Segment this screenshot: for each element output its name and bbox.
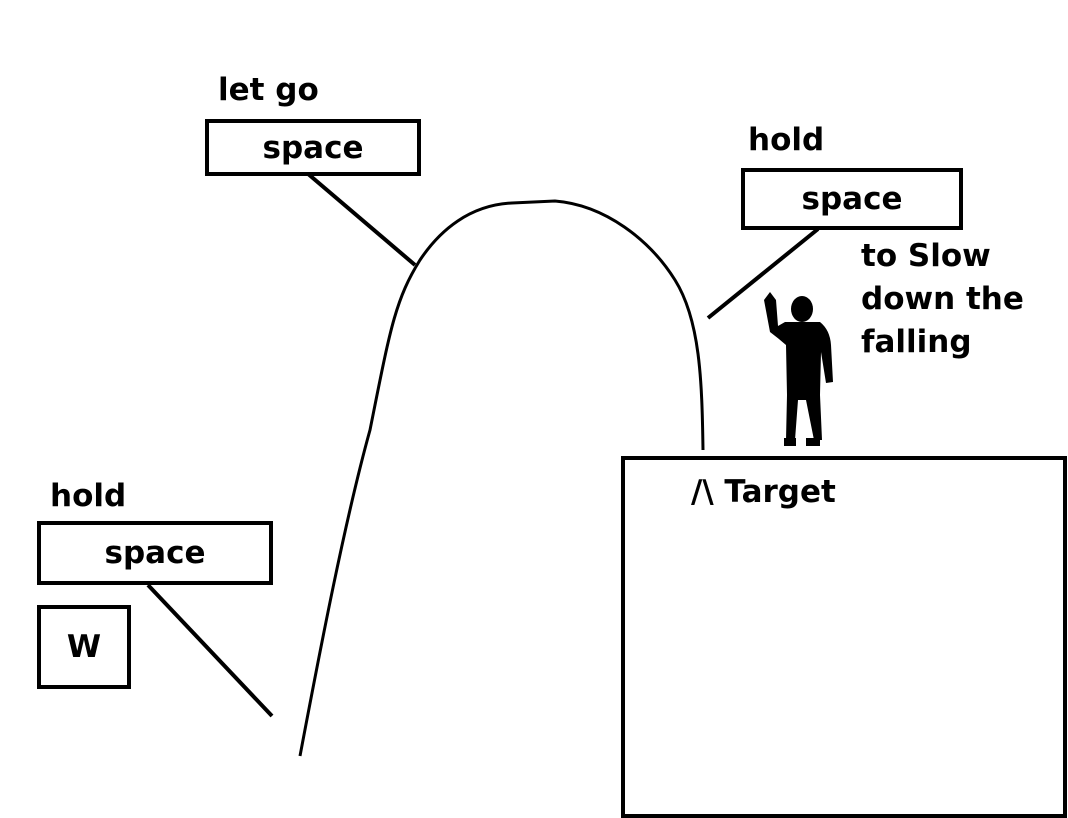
target-platform: /\ Target — [621, 456, 1067, 818]
note-line-3: falling — [861, 324, 972, 360]
leader-line-letgo — [305, 171, 417, 267]
w-key: W — [37, 605, 131, 689]
hold-label-top: hold — [748, 122, 825, 158]
space-key-letgo: space — [205, 119, 421, 176]
target-label: /\ Target — [691, 474, 836, 510]
space-key-hold-bottom: space — [37, 521, 273, 585]
leader-line-hold-bottom — [146, 583, 274, 718]
slow-fall-note: to Slow down the falling — [861, 235, 1024, 364]
note-line-2: down the — [861, 281, 1024, 317]
space-key-hold-top: space — [741, 168, 963, 230]
person-silhouette-icon — [764, 292, 833, 446]
letgo-label: let go — [218, 72, 319, 108]
leader-line-hold-top — [706, 227, 820, 320]
jump-trajectory-curve — [298, 199, 705, 757]
note-line-1: to Slow — [861, 238, 991, 274]
hold-label-bottom: hold — [50, 478, 127, 514]
